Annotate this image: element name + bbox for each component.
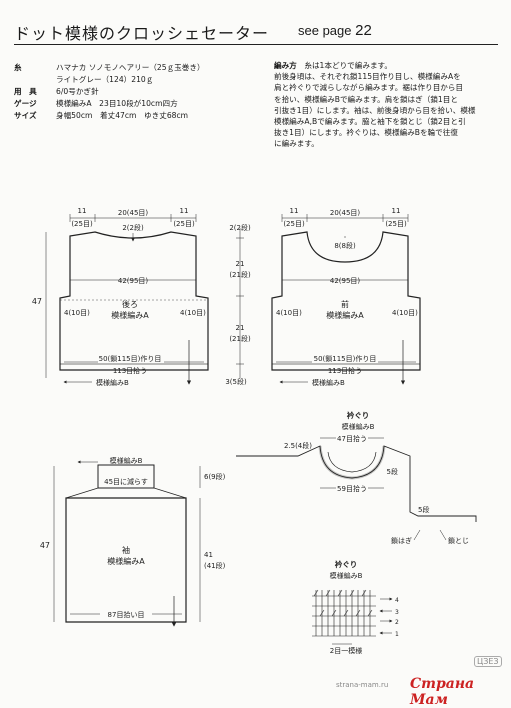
dim-upper-b: (21段) bbox=[229, 270, 251, 279]
front-side-right: 4(10目) bbox=[392, 309, 418, 317]
back-side-right: 4(10目) bbox=[180, 309, 206, 317]
front-panel: 11 (25目) 20(45目) 11 (25目) 8(8段) 42(95目) … bbox=[271, 207, 421, 387]
watermark-small: strana-mam.ru bbox=[336, 681, 389, 689]
instructions-label: 編み方 bbox=[274, 61, 297, 70]
instruction-line: 模様編みA,Bで編みます。脇と袖下を鎖とじ（鎖2目と引 bbox=[274, 117, 466, 127]
front-shoulder-right: 11 bbox=[392, 207, 401, 215]
instruction-line: 前後身頃は、それぞれ鎖115目作り目し、模様編みAを bbox=[274, 72, 461, 82]
sleeve-cuff-decrease: 45目に減らす bbox=[104, 477, 148, 486]
chart-row-label: 2 bbox=[395, 619, 399, 626]
sleeve-panel: 模様編みB 45目に減らす 6(9段) 41 (41段) 47 袖 模様編みA … bbox=[40, 456, 226, 627]
stitch-chart: 衿ぐり 模様編みB 2目一模様 4 3 2 1 bbox=[312, 559, 399, 655]
front-shoulder-left-sts: (25目) bbox=[283, 220, 305, 228]
front-neck-depth: 8(8段) bbox=[334, 241, 356, 250]
neckline-top-pickup: 47目拾う bbox=[337, 434, 367, 443]
spec-value: 6/0号かぎ針 bbox=[56, 87, 99, 96]
neckline-join-label-b: 鎖とじ bbox=[448, 536, 469, 545]
spec-key: 糸 bbox=[14, 63, 22, 72]
site-logo: ЦЗЕЗ bbox=[474, 656, 502, 667]
back-shoulder-right: 11 bbox=[180, 207, 189, 215]
back-panel: 11 (25目) 20(45目) 11 (25目) 2(2段) 42(95目) … bbox=[32, 207, 209, 387]
spec-key: 用 具 bbox=[14, 87, 37, 96]
spec-key: サイズ bbox=[14, 111, 37, 120]
neckline-pattern: 模様編みB bbox=[342, 422, 375, 431]
back-pickup: 113目拾う bbox=[113, 366, 147, 375]
instruction-text: 糸は1本どりで編みます。 bbox=[304, 61, 392, 70]
watermark: Страна Мам bbox=[410, 676, 475, 708]
front-cast-on: 50(鎖115目)作り目 bbox=[314, 354, 377, 363]
spec-key: ゲージ bbox=[14, 99, 37, 108]
front-name: 前 bbox=[341, 299, 349, 309]
neckline-side-rows: 5段 bbox=[387, 467, 398, 476]
instructions: 編み方 糸は1本どりで編みます。 前後身頃は、それぞれ鎖115目作り目し、模様編… bbox=[274, 60, 500, 150]
back-hem-pattern: 模様編みB bbox=[96, 378, 129, 387]
middle-dimensions: 2(2段) 21 (21段) 21 (21段) 3(5段) bbox=[225, 223, 251, 386]
front-body-width: 42(95目) bbox=[330, 277, 361, 285]
sleeve-total-height: 47 bbox=[40, 541, 50, 550]
dim-top: 2(2段) bbox=[229, 223, 251, 232]
sleeve-pickup: 87目拾い目 bbox=[108, 610, 145, 619]
instruction-line: を拾い、模様編みBで編みます。肩を鎖はぎ（鎖1目と bbox=[274, 94, 458, 104]
back-neck-width: 20(45目) bbox=[118, 209, 149, 217]
front-neck-width: 20(45目) bbox=[330, 209, 361, 217]
dim-lower-b: (21段) bbox=[229, 334, 251, 343]
dim-upper-a: 21 bbox=[236, 260, 245, 268]
front-hem-pattern: 模様編みB bbox=[312, 378, 345, 387]
page-title: ドット模様のクロッシェセーター bbox=[14, 24, 270, 43]
sleeve-cuff-pattern: 模様編みB bbox=[110, 456, 143, 465]
front-shoulder-left: 11 bbox=[290, 207, 299, 215]
instruction-line: 編み方 糸は1本どりで編みます。 bbox=[274, 60, 500, 71]
back-cast-on: 50(鎖115目)作り目 bbox=[99, 354, 162, 363]
neckline-rows: 2.5(4段) bbox=[284, 441, 312, 450]
spec-value: ライトグレー（124）210ｇ bbox=[56, 75, 154, 84]
back-side-left: 4(10目) bbox=[64, 309, 90, 317]
neckline-title: 衿ぐり bbox=[347, 410, 370, 420]
back-neck-depth: 2(2段) bbox=[122, 223, 144, 232]
instruction-line: 肩と衿ぐりで減らしながら編みます。裾は作り目から目 bbox=[274, 83, 464, 93]
neckline-bottom-pickup: 59目拾う bbox=[337, 484, 367, 493]
chart-pattern: 模様編みB bbox=[330, 571, 363, 580]
dim-bottom: 3(5段) bbox=[225, 377, 247, 386]
back-shoulder-right-sts: (25目) bbox=[173, 220, 195, 228]
chart-row-label: 3 bbox=[395, 609, 399, 616]
instruction-line: 抜き1目）にします。衿ぐりは、模様編みBを輪で往復 bbox=[274, 128, 458, 138]
back-shoulder-left-sts: (25目) bbox=[71, 220, 93, 228]
back-shoulder-left: 11 bbox=[78, 207, 87, 215]
back-total-height: 47 bbox=[32, 297, 42, 306]
neckline-side-rows-b: 5段 bbox=[418, 505, 429, 514]
sleeve-cuff-height: 6(9段) bbox=[204, 472, 226, 481]
back-body-width: 42(95目) bbox=[118, 277, 149, 285]
front-pattern: 模様編みA bbox=[326, 310, 364, 320]
dim-lower-a: 21 bbox=[236, 324, 245, 332]
see-page-number: 22 bbox=[355, 22, 372, 39]
see-page-label: see page bbox=[298, 23, 352, 38]
sleeve-height-b: (41段) bbox=[204, 561, 226, 570]
instruction-line: 引抜き1目）にします。袖は、前後身頃から目を拾い、模様 bbox=[274, 105, 476, 115]
chart-repeat: 2目一模様 bbox=[330, 646, 362, 655]
sleeve-name: 袖 bbox=[122, 545, 130, 555]
back-name: 後ろ bbox=[122, 299, 138, 309]
spec-list: 糸 ハマナカ ソノモノヘアリー（25ｇ玉巻き） ライトグレー（124）210ｇ … bbox=[14, 62, 264, 122]
spec-value: 身幅50cm 着丈47cm ゆき丈68cm bbox=[56, 111, 189, 120]
chart-row-label: 4 bbox=[395, 597, 399, 604]
front-shoulder-right-sts: (25目) bbox=[385, 220, 407, 228]
spec-value: 模様編みA 23目10段が10cm四方 bbox=[56, 99, 178, 108]
sleeve-pattern: 模様編みA bbox=[107, 556, 145, 566]
back-pattern: 模様編みA bbox=[111, 310, 149, 320]
spec-value: ハマナカ ソノモノヘアリー（25ｇ玉巻き） bbox=[56, 63, 205, 72]
instruction-line: に編みます。 bbox=[274, 139, 319, 149]
chart-title: 衿ぐり bbox=[335, 559, 358, 569]
sleeve-height-a: 41 bbox=[204, 551, 213, 559]
neckline-detail: 衿ぐり 模様編みB 47目拾う 59目拾う 2.5(4段) 5段 5段 鎖はぎ … bbox=[236, 410, 477, 545]
neckline-join-label: 鎖はぎ bbox=[391, 536, 412, 545]
chart-row-label: 1 bbox=[395, 631, 399, 638]
see-page-reference: see page 22 bbox=[298, 22, 372, 39]
front-pickup: 113目拾う bbox=[328, 366, 362, 375]
title-rule bbox=[14, 44, 498, 45]
front-side-left: 4(10目) bbox=[276, 309, 302, 317]
